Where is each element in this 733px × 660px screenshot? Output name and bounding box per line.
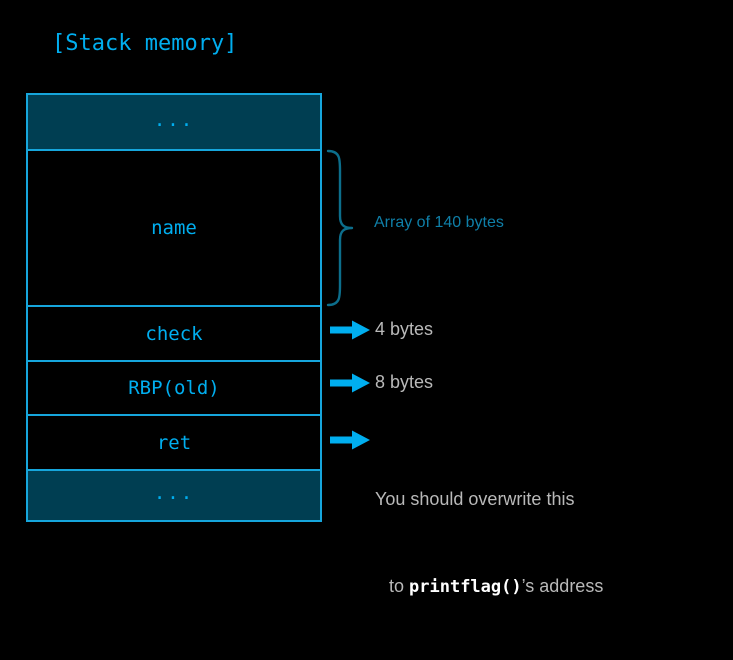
stack-row-ret: ret	[28, 414, 320, 469]
stack-row-ellipsis-bottom: ...	[28, 469, 320, 520]
diagram-title: [Stack memory]	[52, 31, 238, 56]
stack-row-ret-label: ret	[156, 431, 192, 454]
stack-box: ... name check RBP(old) ret ...	[26, 93, 322, 522]
stack-row-rbp-old: RBP(old)	[28, 360, 320, 414]
stack-row-name-label: name	[151, 217, 197, 239]
annotation-ret-line2-prefix: to	[389, 576, 410, 596]
stack-row-rbp-old-label: RBP(old)	[128, 377, 220, 399]
annotation-ret-line1: You should overwrite this	[375, 489, 575, 509]
annotation-rbp-size: 8 bytes	[375, 372, 434, 392]
stack-row-check-label: check	[145, 322, 203, 345]
arrow-right-icon-rbp	[330, 373, 370, 393]
stack-memory-diagram: [Stack memory] ... name check RBP(old) r…	[26, 31, 603, 597]
annotation-ret-line2-suffix: ’s address	[521, 576, 604, 596]
annotation-ret-line2: to printflag()’s address	[375, 572, 603, 602]
stack-row-ellipsis-bottom-label: ...	[153, 482, 195, 504]
annotation-ret-overwrite: You should overwrite this to printflag()…	[375, 427, 603, 660]
stack-row-ellipsis-top: ...	[28, 95, 320, 149]
arrow-right-icon-ret	[330, 430, 370, 450]
stack-row-ellipsis-top-label: ...	[153, 108, 195, 131]
annotation-check-size: 4 bytes	[375, 319, 434, 339]
annotation-array-size: Array of 140 bytes	[374, 214, 504, 231]
annotation-ret-line2-code: printflag()	[409, 577, 522, 597]
stack-row-name: name	[28, 149, 320, 305]
curly-brace-icon	[326, 149, 356, 307]
stack-row-check: check	[28, 305, 320, 360]
arrow-right-icon-check	[330, 320, 370, 340]
